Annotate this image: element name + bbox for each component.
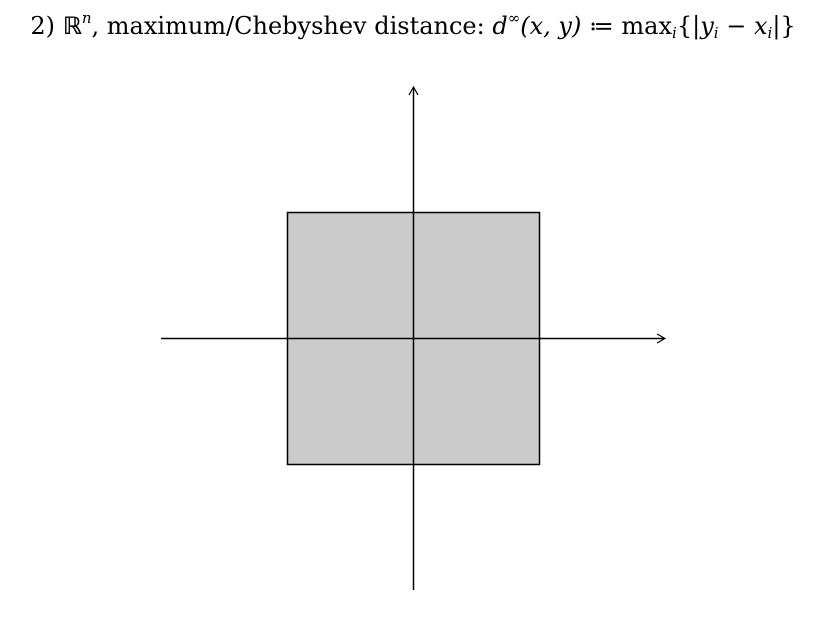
metric-arguments: (x, y): [520, 12, 582, 40]
minus-sign: −: [726, 12, 747, 40]
distance-description: maximum/Chebyshev distance:: [106, 12, 485, 40]
separator: ,: [91, 12, 100, 40]
y-subscript: i: [713, 24, 719, 42]
item-number: 2): [30, 12, 55, 40]
x-variable: x: [753, 12, 768, 40]
set-open: {|: [676, 12, 701, 40]
set-close: |}: [772, 12, 796, 40]
max-operator: max: [621, 12, 673, 40]
formula-heading: 2) ℝn, maximum/Chebyshev distance: d∞(x,…: [0, 4, 826, 48]
vertical-axis-arrow: [408, 85, 419, 590]
space-exponent: n: [81, 9, 92, 27]
metric-superscript: ∞: [507, 9, 521, 27]
real-space-symbol: ℝ: [62, 12, 82, 40]
x-subscript: i: [767, 24, 773, 42]
horizontal-axis-arrow: [161, 333, 667, 344]
definition-sign: ≔: [588, 12, 614, 40]
metric-symbol: d: [492, 12, 508, 40]
y-variable: y: [700, 12, 714, 40]
max-subscript: i: [672, 24, 677, 42]
